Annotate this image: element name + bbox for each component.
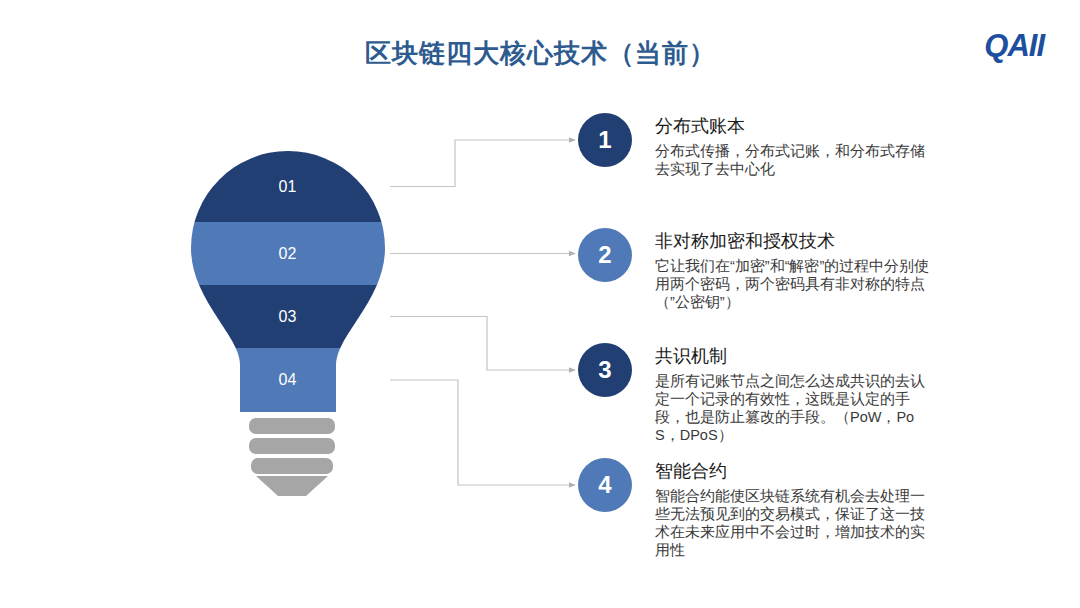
callout-number: 4 <box>577 457 633 513</box>
connector-line <box>390 380 575 485</box>
bulb-band: 04 <box>185 348 390 412</box>
number-circle: 4 <box>577 457 633 513</box>
diagram-title: 区块链四大核心技术（当前） <box>0 36 1080 71</box>
item-heading: 非对称加密和授权技术 <box>655 229 930 253</box>
numbered-item: 1 分布式账本分布式传播，分布式记账，和分布式存储去实现了去中心化 <box>577 112 947 178</box>
callout-number: 2 <box>577 227 633 283</box>
number-circle: 3 <box>577 342 633 398</box>
callout-number: 1 <box>577 112 633 168</box>
band-number: 01 <box>279 178 297 196</box>
bulb-band: 02 <box>185 222 390 285</box>
callout-number: 3 <box>577 342 633 398</box>
band-number: 02 <box>279 245 297 263</box>
connector-line <box>390 140 575 187</box>
number-circle: 2 <box>577 227 633 283</box>
item-body: 是所有记账节点之间怎么达成共识的去认定一个记录的有效性，这既是认定的手段，也是防… <box>655 372 930 444</box>
band-number: 03 <box>279 308 297 326</box>
item-heading: 智能合约 <box>655 459 930 483</box>
band-number: 04 <box>279 371 297 389</box>
connector-line <box>390 253 575 254</box>
logo-text: QAII <box>984 28 1044 64</box>
bulb-band: 01 <box>185 151 390 222</box>
numbered-item: 2 非对称加密和授权技术它让我们在“加密”和“解密”的过程中分别使用两个密码，两个… <box>577 227 947 311</box>
item-heading: 共识机制 <box>655 344 930 368</box>
connector-line <box>390 317 575 371</box>
item-heading: 分布式账本 <box>655 114 930 138</box>
item-body: 智能合约能使区块链系统有机会去处理一些无法预见到的交易模式，保证了这一技术在未来… <box>655 487 930 559</box>
number-circle: 1 <box>577 112 633 168</box>
numbered-item: 4 智能合约智能合约能使区块链系统有机会去处理一些无法预见到的交易模式，保证了这一… <box>577 457 947 559</box>
numbered-item: 3 共识机制是所有记账节点之间怎么达成共识的去认定一个记录的有效性，这既是认定的手… <box>577 342 947 444</box>
item-body: 分布式传播，分布式记账，和分布式存储去实现了去中心化 <box>655 142 930 178</box>
bulb-band: 03 <box>185 285 390 348</box>
item-body: 它让我们在“加密”和“解密”的过程中分别使用两个密码，两个密码具有非对称的特点（… <box>655 257 930 311</box>
